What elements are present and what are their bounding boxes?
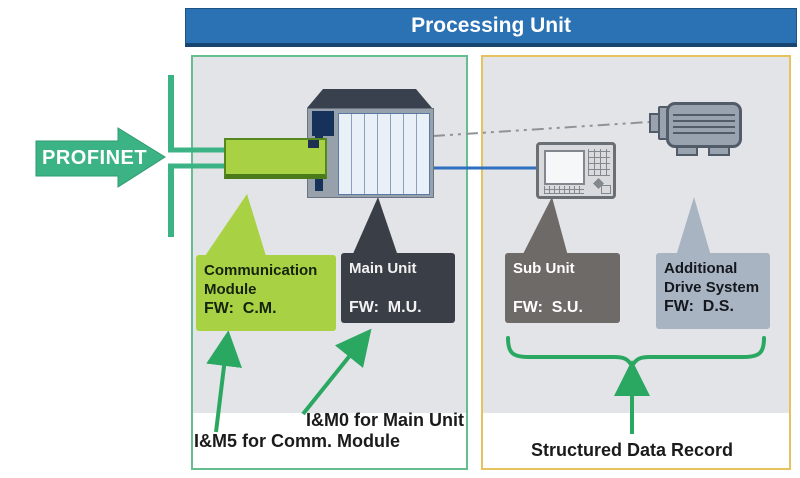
curly-brace-icon <box>506 336 766 371</box>
comm-callout-pointer <box>205 194 266 256</box>
drive-callout-line1: Additional <box>664 260 738 277</box>
main-unit-callout: Main Unit FW: M.U. <box>341 253 455 323</box>
comm-module-badge <box>308 140 319 148</box>
drive-callout-pointer <box>676 197 711 256</box>
im5-up-arrow-icon <box>206 330 242 433</box>
drive-link-dashdot-line <box>432 121 650 137</box>
profinet-arrow-icon <box>35 127 166 188</box>
hmi-keypad-right <box>588 149 610 176</box>
drive-system-callout: Additional Drive System FW: D.S. <box>656 253 770 329</box>
sub-callout-pointer <box>522 197 568 256</box>
main-callout-pointer <box>352 197 398 256</box>
plc-cpu-block <box>312 111 334 136</box>
im0-annotation: I&M0 for Main Unit <box>306 410 464 430</box>
comm-module-callout: Communication Module FW: C.M. <box>196 255 336 331</box>
plc-rack-top-face <box>307 89 432 108</box>
motor-fins <box>673 110 735 136</box>
sub-callout-fw: FW: S.U. <box>513 299 583 316</box>
motor-icon <box>666 102 742 148</box>
sub-callout-line1: Sub Unit <box>513 260 575 277</box>
main-callout-line1: Main Unit <box>349 260 417 277</box>
hmi-panel-icon <box>536 142 616 199</box>
im5-annotation: I&M5 for Comm. Module <box>194 431 400 451</box>
hmi-keypad-bottom <box>544 186 584 194</box>
comm-callout-line1: Communication <box>204 262 318 279</box>
main-callout-fw: FW: M.U. <box>349 299 422 316</box>
drive-callout-line2: Drive System <box>664 279 760 296</box>
plc-module-slots <box>338 113 430 195</box>
header-bar: Processing Unit <box>185 8 797 47</box>
page-title: Processing Unit <box>411 14 571 37</box>
comm-callout-line2: Module <box>204 281 257 298</box>
sub-unit-callout: Sub Unit FW: S.U. <box>505 253 620 323</box>
structured-data-record-annotation: Structured Data Record <box>530 440 734 460</box>
comm-callout-fw: FW: C.M. <box>204 300 277 317</box>
profinet-label: PROFINET <box>42 147 148 169</box>
im0-up-arrow-icon <box>301 328 372 416</box>
hmi-key-extra <box>601 185 611 194</box>
hmi-screen <box>544 150 585 185</box>
drive-callout-fw: FW: D.S. <box>664 298 734 315</box>
hmi-dpad-icon <box>593 178 604 189</box>
